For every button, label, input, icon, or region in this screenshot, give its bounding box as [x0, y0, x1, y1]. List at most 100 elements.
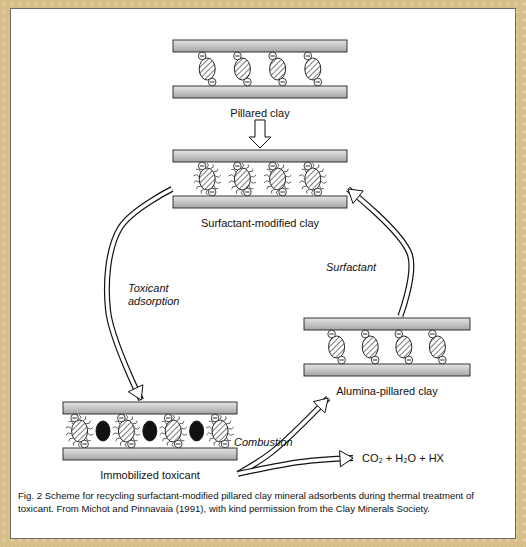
negative-charge — [371, 356, 379, 364]
surfactant-tail — [242, 163, 244, 167]
clay-illustration — [172, 38, 348, 100]
node-label: CO₂ + H₂O + HX — [353, 451, 453, 465]
surfactant-tail — [214, 441, 217, 445]
surfactant-tail — [249, 186, 253, 189]
surfactant-tail — [311, 190, 313, 194]
surfactant-tail — [246, 164, 249, 168]
surfactant-tail — [236, 189, 239, 193]
negative-charge — [164, 414, 172, 422]
surfactant-tail — [264, 175, 269, 177]
surfactant-tail — [78, 442, 80, 446]
surfactant-tail — [74, 441, 77, 445]
surfactant-tail — [135, 427, 140, 429]
surfactant-tail — [302, 186, 306, 189]
negative-charge — [405, 356, 413, 364]
negative-charge — [439, 356, 447, 364]
surfactant-tail — [66, 433, 71, 435]
surfactant-tail — [160, 427, 165, 429]
surfactant-tail — [272, 189, 275, 193]
surfactant-tail — [88, 427, 93, 429]
surfactant-tail — [206, 190, 208, 194]
arrow-head — [313, 398, 328, 413]
surfactant-tail — [135, 433, 140, 435]
surfactant-tail — [209, 438, 213, 441]
surfactant-tail — [227, 438, 231, 441]
clay-illustration — [62, 400, 238, 462]
surfactant-tail — [79, 415, 81, 419]
surfactant-tail — [173, 415, 175, 419]
negative-charge — [304, 52, 312, 60]
arrow-head — [340, 451, 353, 467]
surfactant-tail — [286, 175, 291, 177]
surfactant-tail — [206, 427, 211, 429]
surfactant-tail — [113, 427, 118, 429]
surfactant-tail — [232, 186, 236, 189]
surfactant-tail — [299, 181, 304, 183]
arrow-body — [107, 189, 172, 400]
surfactant-tail — [266, 169, 270, 172]
surfactant-tail — [182, 433, 187, 435]
arrow-label: Toxicant adsorption — [128, 282, 190, 308]
surfactant-tail — [321, 181, 326, 183]
surfactant-tail — [276, 190, 278, 194]
surfactant-tail — [66, 427, 71, 429]
arrow-head — [128, 385, 143, 400]
negative-charge — [198, 52, 206, 60]
surfactant-tail — [264, 181, 269, 183]
surfactant-tail — [216, 181, 221, 183]
surfactant-tail — [86, 421, 90, 424]
negative-charge — [208, 78, 216, 86]
surfactant-tail — [163, 438, 167, 441]
negative-charge — [338, 356, 346, 364]
surfactant-tail — [319, 169, 323, 172]
surfactant-tail — [214, 186, 218, 189]
clay-layer — [173, 150, 347, 162]
block-arrow — [249, 120, 271, 148]
surfactant-tail — [302, 169, 306, 172]
negative-charge — [395, 330, 403, 338]
surfactant-tail — [251, 181, 256, 183]
surfactant-tail — [284, 169, 288, 172]
surfactant-tail — [181, 427, 186, 429]
negative-charge — [198, 162, 206, 170]
alumina-pillar — [270, 168, 286, 190]
alumina-pillar — [305, 58, 321, 80]
surfactant-tail — [120, 441, 123, 445]
surfactant-tail — [162, 421, 166, 424]
surfactant-tail — [180, 438, 184, 441]
surfactant-tail — [214, 169, 218, 172]
surfactant-tail — [116, 438, 120, 441]
clay-layer — [173, 196, 347, 208]
clay-layer — [63, 448, 237, 460]
surfactant-tail — [316, 164, 319, 168]
alumina-pillar — [305, 168, 321, 190]
arrow-label: Combustion — [234, 436, 304, 449]
alumina-pillar — [165, 420, 181, 442]
surfactant-tail — [228, 433, 233, 435]
negative-charge — [269, 52, 277, 60]
arrow-body — [348, 189, 411, 316]
negative-charge — [244, 188, 252, 196]
alumina-pillar — [234, 168, 250, 190]
process-arrow — [249, 120, 271, 148]
alumina-pillar — [234, 58, 250, 80]
surfactant-tail — [167, 441, 170, 445]
figure-caption: Fig. 2 Scheme for recycling surfactant-m… — [18, 489, 512, 515]
negative-charge — [244, 78, 252, 86]
clay-state: Surfactant-modified clay — [172, 148, 348, 230]
toxicant-molecule — [190, 421, 204, 441]
negative-charge — [279, 188, 287, 196]
surfactant-tail — [172, 442, 174, 446]
node-label: Pillared clay — [172, 106, 348, 120]
clay-illustration — [172, 148, 348, 210]
surfactant-tail — [113, 433, 118, 435]
node-label: Immobilized toxicant — [62, 468, 238, 482]
surfactant-tail — [228, 427, 233, 429]
surfactant-tail — [88, 433, 93, 435]
negative-charge — [328, 330, 336, 338]
surfactant-tail — [320, 186, 324, 189]
negative-charge — [118, 414, 126, 422]
